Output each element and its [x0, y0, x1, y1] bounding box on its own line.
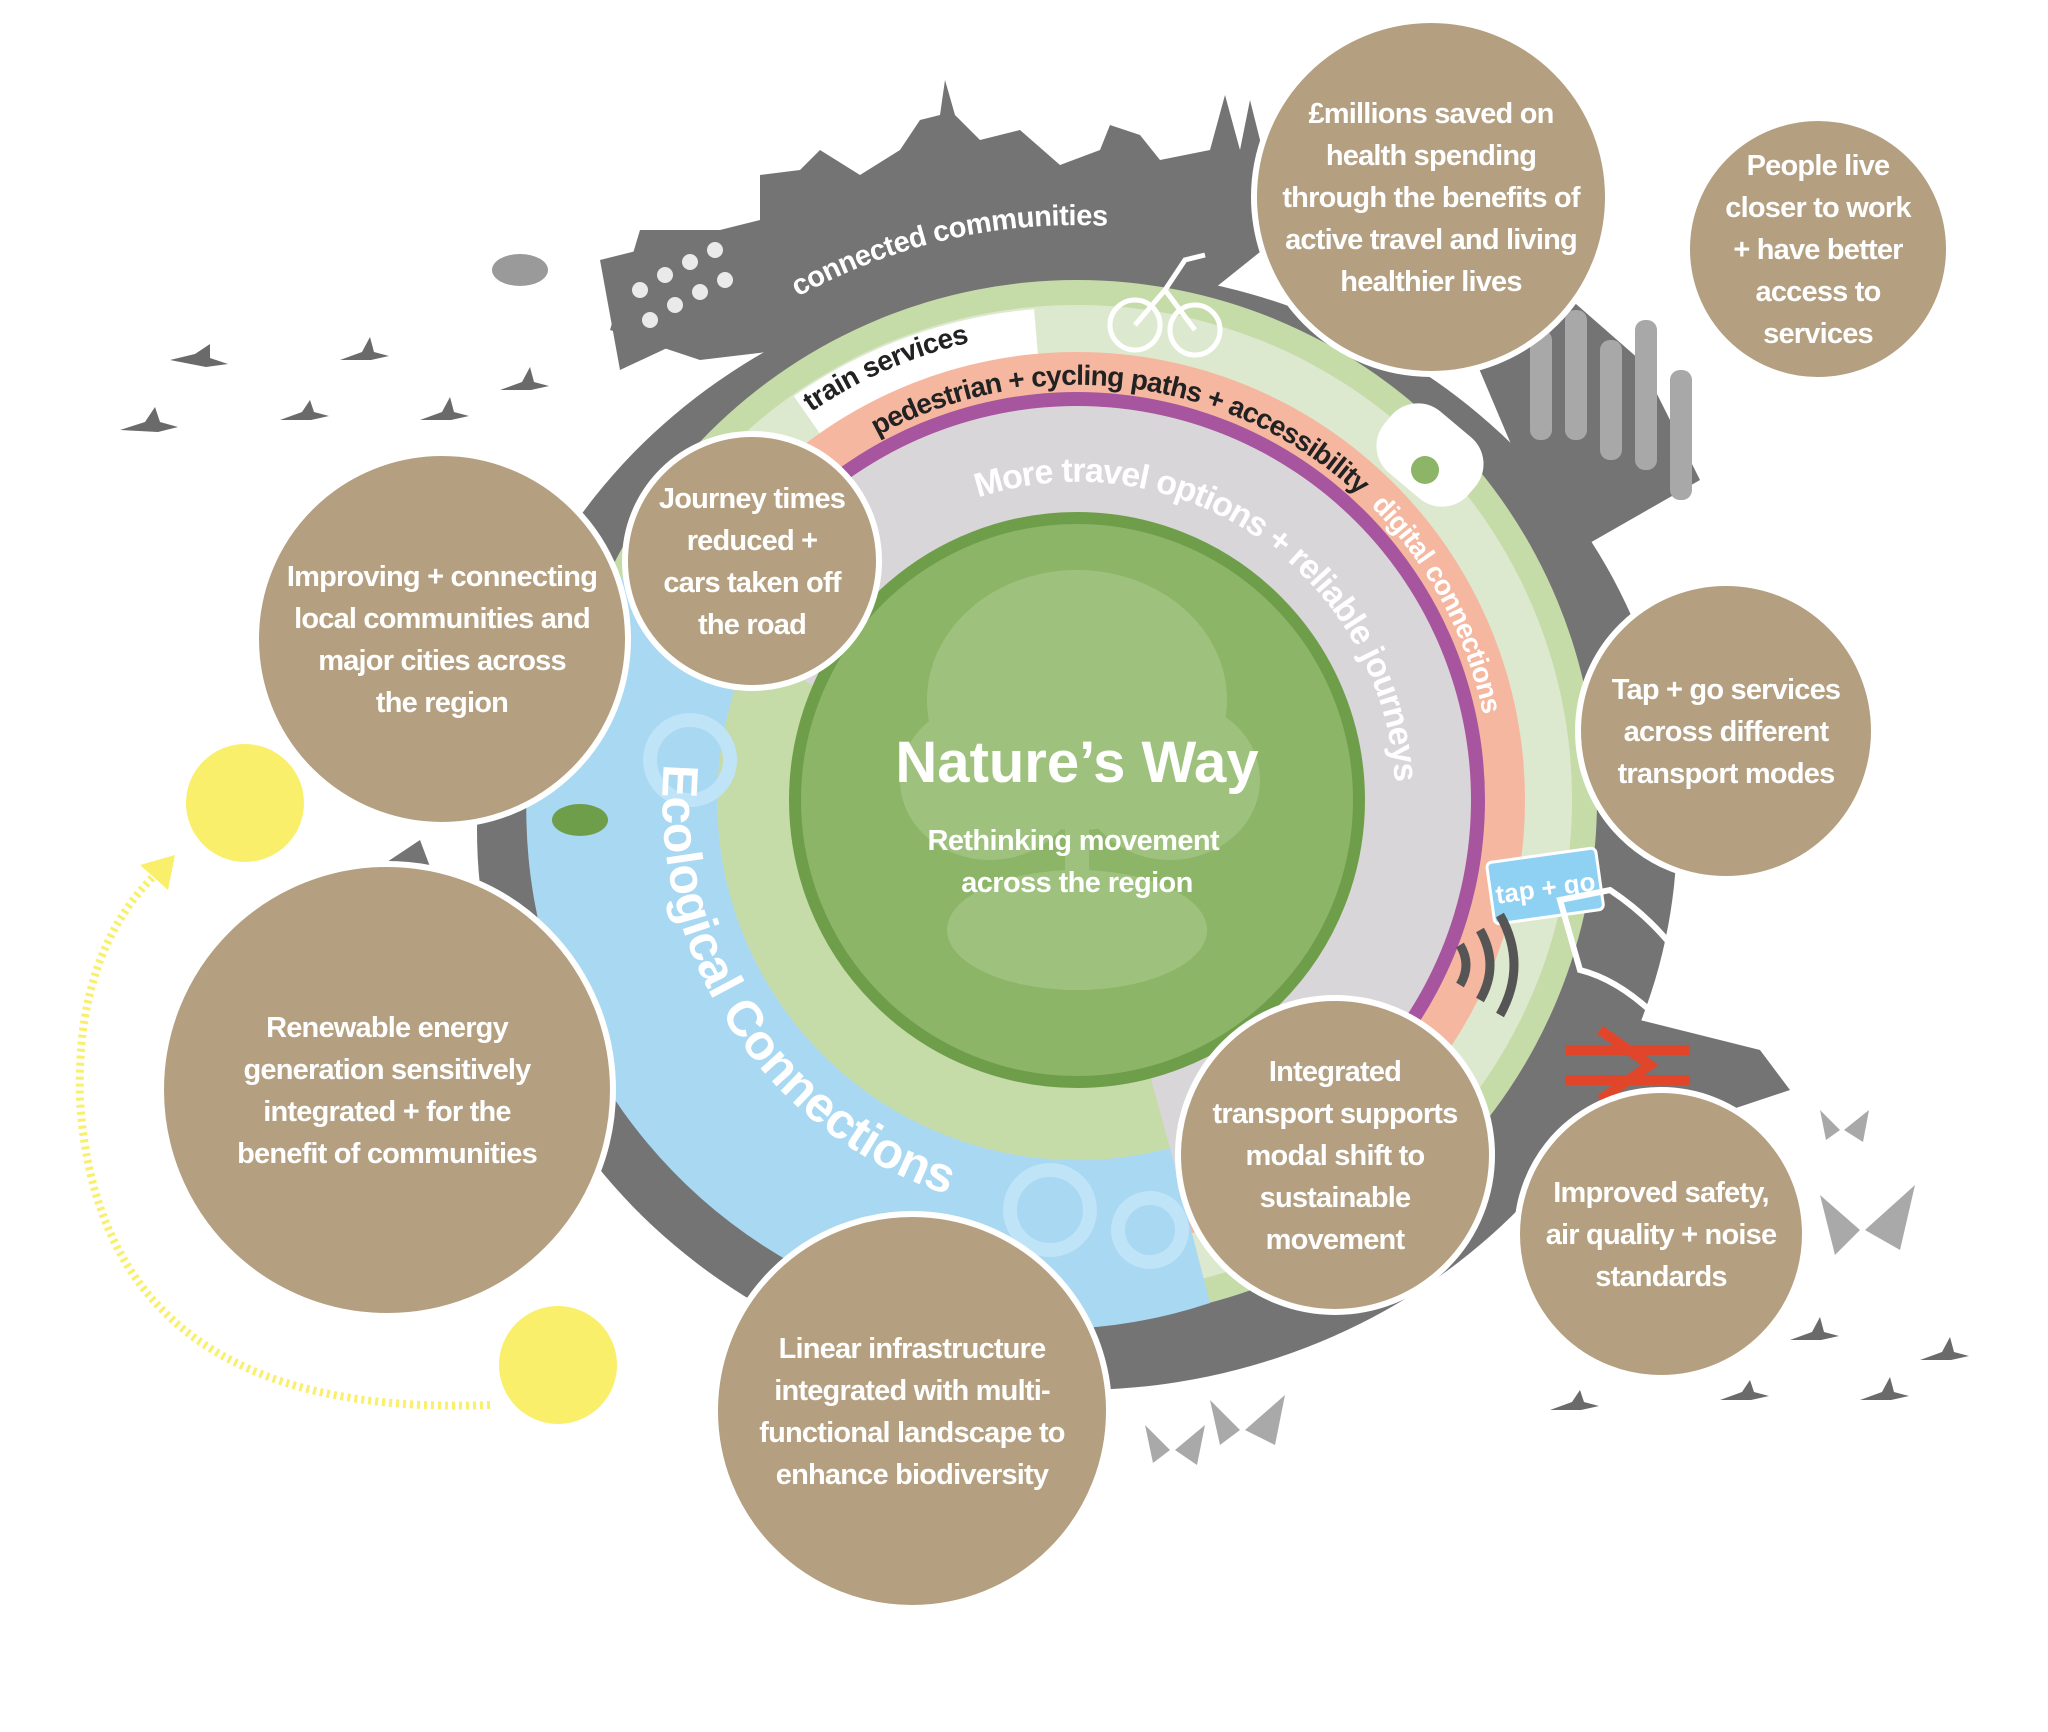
bubble-circle	[1251, 17, 1611, 377]
bubble-text: £millions saved on health spending through…	[1282, 98, 1580, 298]
contactless-waves-icon	[1456, 912, 1519, 1018]
center-subtitle: Rethinking movement across the region	[928, 825, 1227, 899]
bee-icon	[492, 254, 608, 836]
bubble-text-line: Journey times	[659, 483, 845, 515]
bubble-text-line: £millions saved on	[1308, 98, 1553, 130]
bubble-renewable-energy: Renewable energy generation sensitively in…	[158, 861, 616, 1319]
bubble-text-line: transport supports	[1212, 1098, 1457, 1130]
bubble-text-line: access to	[1756, 276, 1881, 308]
tap-card: tap + go	[1485, 846, 1605, 926]
crowd-of-people	[1530, 310, 1692, 500]
bubble-text: Improving + connecting local communities …	[287, 561, 597, 719]
bubble-text-line: Integrated	[1269, 1056, 1401, 1088]
bubble-linear-infrastructure: Linear infrastructure integrated with mul…	[712, 1211, 1112, 1611]
bubble-text-line: generation sensitively	[243, 1054, 531, 1086]
center-subtitle-line: Rethinking movement	[928, 825, 1220, 857]
electric-car-icon	[1376, 403, 1484, 507]
bubble-tap-go-services: Tap + go services across different transpo…	[1575, 580, 1877, 882]
butterflies	[1145, 1110, 1915, 1465]
hand-icon	[1556, 886, 1704, 1024]
bubble-text-line: Tap + go services	[1612, 674, 1840, 706]
bubble-text: Tap + go services across different transpo…	[1612, 674, 1840, 790]
office-building	[632, 242, 733, 328]
bubble-health-savings: £millions saved on health spending through…	[1251, 17, 1611, 377]
bubble-text-line: benefit of communities	[237, 1138, 537, 1170]
bubble-circle	[1575, 580, 1877, 882]
bubble-text-line: the region	[376, 687, 508, 719]
bubble-text-line: transport modes	[1618, 758, 1835, 790]
bubble-text-line: the road	[698, 609, 806, 641]
bubble-text-line: closer to work	[1725, 192, 1912, 224]
inner-meadow	[717, 648, 1170, 1161]
bubble-text-line: services	[1763, 318, 1873, 350]
bubble-circle	[158, 861, 616, 1319]
river	[526, 560, 1210, 1330]
bubble-text-line: across different	[1624, 716, 1830, 748]
benefit-bubbles: £millions saved on health spending through…	[158, 17, 1952, 1611]
bubble-text-line: local communities and	[294, 603, 590, 635]
bubble-text-line: modal shift to	[1246, 1140, 1425, 1172]
sun-circle	[186, 744, 304, 862]
bubble-text-line: Renewable energy	[266, 1012, 509, 1044]
bubble-live-closer: People live closer to work + have better ac…	[1684, 115, 1952, 383]
tree-silhouette	[900, 570, 1260, 990]
bubble-circle	[712, 1211, 1112, 1611]
bubble-text: Integrated transport supports modal shift …	[1212, 1056, 1457, 1256]
bubble-text-line: reduced +	[687, 525, 818, 557]
bubble-integrated-transport: Integrated transport supports modal shift …	[1175, 995, 1495, 1315]
bubble-text-line: standards	[1595, 1261, 1726, 1293]
center-subtitle-line: across the region	[961, 867, 1193, 899]
birds	[120, 337, 1969, 1410]
bubble-text-line: Improved safety,	[1553, 1177, 1769, 1209]
center-title: Nature’s Way	[895, 730, 1258, 795]
bubble-circle	[622, 431, 882, 691]
bubble-text-line: Improving + connecting	[287, 561, 597, 593]
bubble-text-line: major cities across	[318, 645, 566, 677]
bubble-text: Improved safety, air quality + noise stand…	[1546, 1177, 1777, 1293]
bubble-text-line: functional landscape to	[759, 1417, 1065, 1449]
bubble-text-line: Linear infrastructure	[779, 1333, 1046, 1365]
bubble-text-line: air quality + noise	[1546, 1219, 1777, 1251]
arrow-head-icon	[140, 855, 175, 890]
bubble-text-line: health spending	[1326, 140, 1536, 172]
sun-circle	[499, 1306, 617, 1424]
bubble-text-line: through the benefits of	[1282, 182, 1580, 214]
bubble-improved-safety: Improved safety, air quality + noise stand…	[1514, 1087, 1808, 1381]
bubble-text-line: movement	[1266, 1224, 1406, 1256]
bubble-text: Journey times reduced + cars taken off the …	[659, 483, 845, 641]
cog-shapes	[643, 713, 1189, 1269]
bubble-text-line: People live	[1747, 150, 1890, 182]
bubble-text-line: integrated with multi-	[774, 1375, 1050, 1407]
bubble-circle	[253, 450, 631, 828]
bubble-text-line: enhance biodiversity	[776, 1459, 1049, 1491]
bubble-text-line: cars taken off	[663, 567, 842, 599]
bubble-circle	[1684, 115, 1952, 383]
bubble-text-line: healthier lives	[1340, 266, 1521, 298]
bubble-text-line: sustainable	[1260, 1182, 1411, 1214]
cyclist-icon	[1107, 252, 1223, 358]
bubble-text: Renewable energy generation sensitively in…	[237, 1012, 537, 1170]
national-rail-icon	[1565, 1025, 1690, 1105]
bubble-text-line: integrated + for the	[263, 1096, 511, 1128]
train-track-band	[793, 309, 1039, 434]
bubble-connecting-communities: Improving + connecting local communities …	[253, 450, 631, 828]
bubble-circle	[1175, 995, 1495, 1315]
bubble-circle	[1514, 1087, 1808, 1381]
bubble-text: People live closer to work + have better ac…	[1725, 150, 1912, 350]
bubble-journey-times: Journey times reduced + cars taken off the …	[622, 431, 882, 691]
bubble-text-line: active travel and living	[1285, 224, 1577, 256]
bubble-text: Linear infrastructure integrated with mul…	[759, 1333, 1065, 1491]
bubble-text-line: + have better	[1733, 234, 1903, 266]
